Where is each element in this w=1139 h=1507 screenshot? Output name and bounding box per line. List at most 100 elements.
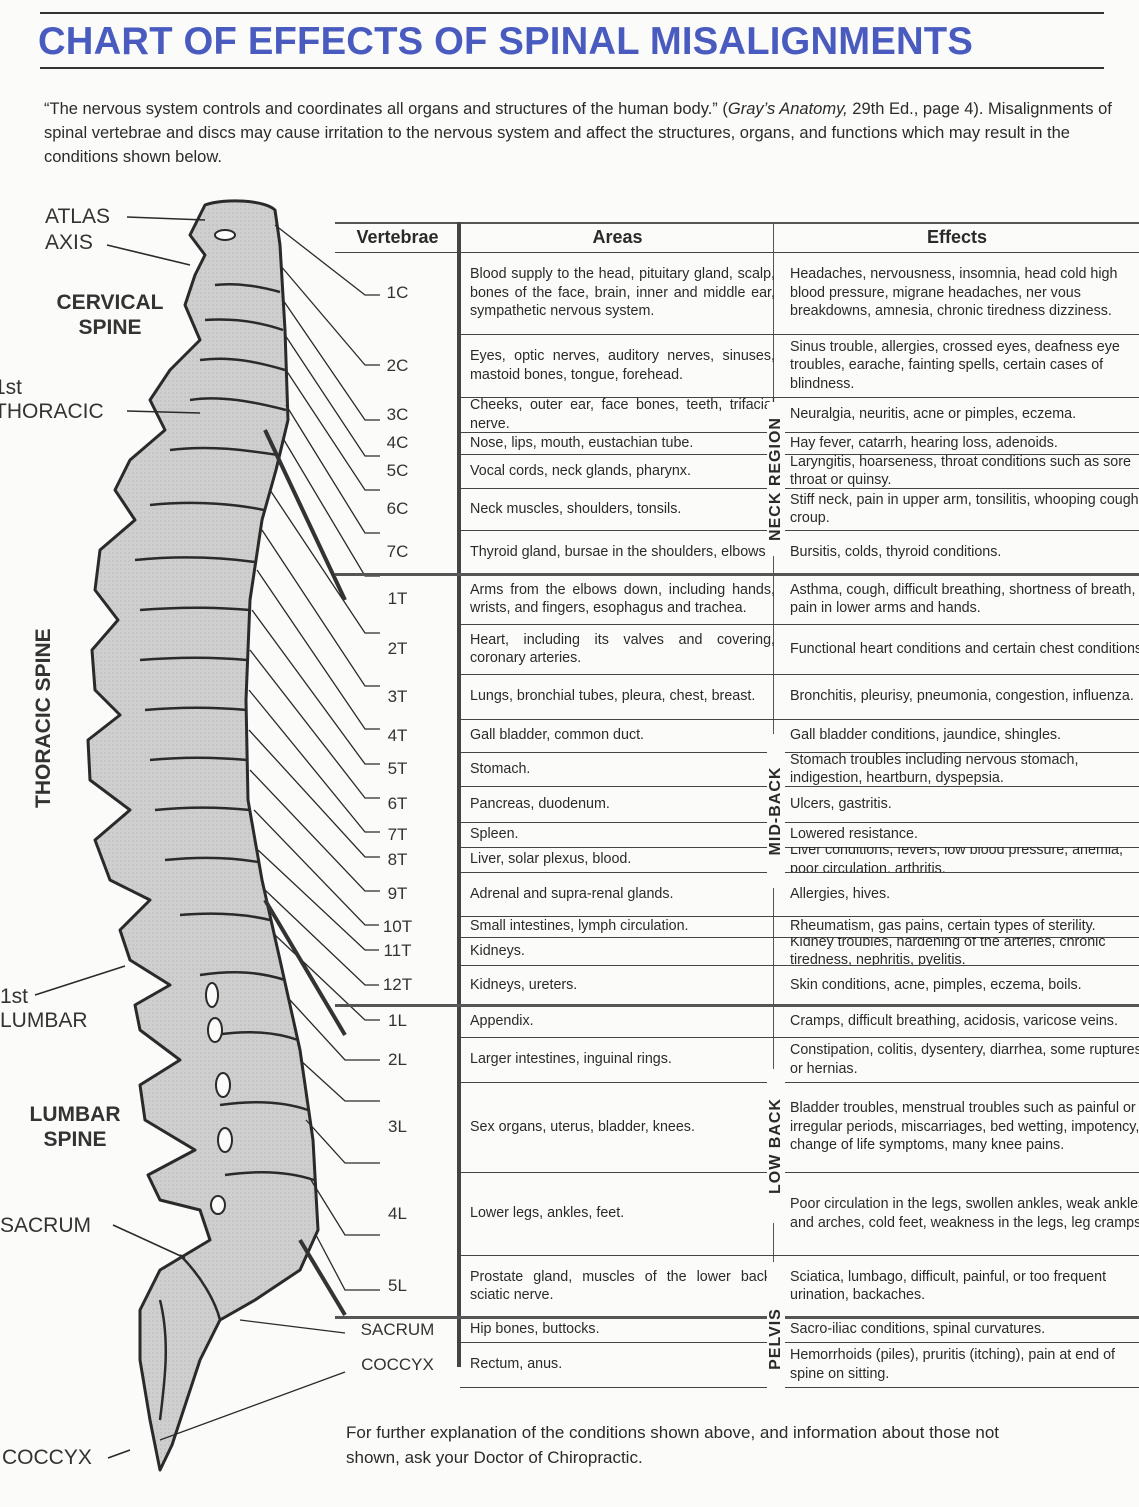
vertebra-label: 12T <box>335 965 460 1005</box>
table-cell-effect: Neuralgia, neuritis, acne or pimples, ec… <box>790 397 1139 432</box>
area-text: Stomach. <box>470 760 531 777</box>
vertebra-label: 6C <box>335 488 460 530</box>
row-divider <box>460 786 1139 787</box>
intro-rest: 29th Ed., page 4). Misalignments of spin… <box>44 100 1112 166</box>
row-divider <box>460 937 1139 938</box>
table-cell-area: Vocal cords, neck glands, pharynx. <box>470 454 775 488</box>
row-divider <box>460 334 1139 335</box>
effect-text: Kidney troubles, hardening of the arteri… <box>790 937 1106 965</box>
vertebra-code: 10T <box>378 916 417 937</box>
footer-line2: shown, ask your Doctor of Chiropractic. <box>346 1448 643 1467</box>
effect-text: Rheumatism, gas pains, certain types of … <box>790 918 1096 935</box>
vertebra-label: 4T <box>335 719 460 752</box>
vertebra-code: 6T <box>383 794 412 814</box>
vertebra-code: 8T <box>383 849 412 870</box>
row-divider <box>460 1387 1139 1388</box>
effect-text: Headaches, nervousness, insomnia, head c… <box>790 266 1118 320</box>
table-cell-effect: Bladder troubles, menstrual troubles suc… <box>790 1082 1139 1172</box>
table-cell-effect: Asthma, cough, difficult breathing, shor… <box>790 574 1139 624</box>
label-first-lumbar: 1st LUMBAR <box>0 985 88 1033</box>
effect-text: Bursitis, colds, thyroid conditions. <box>790 543 1002 560</box>
vertebra-code: 3L <box>384 1117 411 1137</box>
vertebra-code: 4L <box>384 1203 411 1224</box>
area-text: Blood supply to the head, pituitary glan… <box>470 266 775 320</box>
effect-text: Bladder troubles, menstrual troubles suc… <box>790 1100 1139 1154</box>
row-divider <box>460 454 1139 455</box>
label-first-thoracic: 1st THORACIC <box>0 376 104 424</box>
vertebra-label: 10T <box>335 916 460 937</box>
row-divider <box>460 1172 1139 1173</box>
effect-text: Poor circulation in the legs, swollen an… <box>790 1196 1139 1231</box>
table-cell-area: Lungs, bronchial tubes, pleura, chest, b… <box>470 674 775 719</box>
vertebra-label: 9T <box>335 872 460 916</box>
table-cell-area: Blood supply to the head, pituitary glan… <box>470 252 775 334</box>
footer-line1: For further explanation of the condition… <box>346 1423 1000 1442</box>
title-bottom-rule <box>40 67 1104 69</box>
vertebra-label: 7T <box>335 822 460 847</box>
table-cell-effect: Sacro-iliac conditions, spinal curvature… <box>790 1317 1139 1342</box>
table-cell-area: Heart, including its valves and covering… <box>470 624 775 674</box>
row-divider <box>460 674 1139 675</box>
area-text: Liver, solar plexus, blood. <box>470 851 632 868</box>
area-text: Nose, lips, mouth, eustachian tube. <box>470 434 694 451</box>
row-divider <box>460 719 1139 720</box>
label-thoracic-spine: THORACIC SPINE <box>32 628 55 808</box>
row-divider <box>460 488 1139 489</box>
foramen-holes <box>205 229 236 1215</box>
label-lumbar-spine: LUMBAR SPINE <box>10 1102 140 1152</box>
table-cell-area: Neck muscles, shoulders, tonsils. <box>470 488 775 530</box>
table-cell-area: Kidneys. <box>470 937 775 965</box>
vertebra-label: COCCYX <box>335 1342 460 1387</box>
vertebra-label: 5T <box>335 752 460 786</box>
table-cell-area: Larger intestines, inguinal rings. <box>470 1037 775 1082</box>
vertebra-code: 11T <box>379 941 416 961</box>
header-bottom-rule <box>335 252 1139 253</box>
row-divider <box>460 624 1139 625</box>
vertebra-code: 5C <box>382 461 413 481</box>
disc-lines <box>134 282 315 1421</box>
lumbar-line2: SPINE <box>43 1128 107 1151</box>
vertebra-code: 4T <box>383 725 412 746</box>
vertebra-label: 6T <box>335 786 460 822</box>
table-cell-area: Arms from the elbows down, including han… <box>470 574 775 624</box>
vertebra-code: 3T <box>383 686 412 707</box>
footer-note: For further explanation of the condition… <box>346 1420 1139 1470</box>
label-sacrum: SACRUM <box>0 1214 92 1237</box>
table-cell-effect: Kidney troubles, hardening of the arteri… <box>790 937 1139 965</box>
row-divider <box>460 752 1139 753</box>
effect-text: Gall bladder conditions, jaundice, shing… <box>790 727 1062 744</box>
table-cell-effect: Poor circulation in the legs, swollen an… <box>790 1172 1139 1255</box>
intro-source: Gray’s Anatomy, <box>727 100 848 118</box>
area-text: Neck muscles, shoulders, tonsils. <box>470 500 682 517</box>
intro-paragraph: “The nervous system controls and coordin… <box>44 97 1124 169</box>
row-divider <box>460 872 1139 873</box>
effect-text: Sacro-iliac conditions, spinal curvature… <box>790 1321 1046 1338</box>
vertebra-label: 2C <box>335 334 460 397</box>
row-divider <box>335 1004 1139 1007</box>
table-cell-effect: Gall bladder conditions, jaundice, shing… <box>790 719 1139 752</box>
table-cell-effect: Bronchitis, pleurisy, pneumonia, congest… <box>790 674 1139 719</box>
title-top-rule <box>40 12 1104 14</box>
table-cell-effect: Cramps, difficult breathing, acidosis, v… <box>790 1005 1139 1037</box>
table-cell-effect: Headaches, nervousness, insomnia, head c… <box>790 252 1139 334</box>
table-cell-effect: Laryngitis, hoarseness, throat condition… <box>790 454 1139 488</box>
area-text: Adrenal and supra-renal glands. <box>470 885 674 902</box>
area-text: Sex organs, uterus, bladder, knees. <box>470 1118 695 1135</box>
area-text: Larger intestines, inguinal rings. <box>470 1051 672 1068</box>
vertebra-label: 1C <box>335 252 460 334</box>
area-text: Thyroid gland, bursae in the shoulders, … <box>470 543 770 560</box>
table-top-rule <box>335 222 1139 224</box>
table-cell-effect: Liver conditions, fevers, low blood pres… <box>790 847 1139 872</box>
effect-text: Cramps, difficult breathing, acidosis, v… <box>790 1012 1118 1029</box>
cervical-line1: CERVICAL <box>56 291 164 314</box>
area-text: Heart, including its valves and covering… <box>470 631 775 667</box>
effect-text: Bronchitis, pleurisy, pneumonia, congest… <box>790 688 1134 705</box>
effect-text: Hemorrhoids (piles), pruritis (itching),… <box>790 1347 1115 1382</box>
area-text: Prostate gland, muscles of the lower bac… <box>470 1268 775 1304</box>
region-label: LOW BACK <box>767 1069 785 1223</box>
region-label: PELVIS <box>767 1262 785 1416</box>
vertebra-code: 2L <box>384 1049 411 1070</box>
row-divider <box>460 530 1139 531</box>
first-thoracic-line2: THORACIC <box>0 400 104 423</box>
trunk-lines <box>263 429 347 1317</box>
